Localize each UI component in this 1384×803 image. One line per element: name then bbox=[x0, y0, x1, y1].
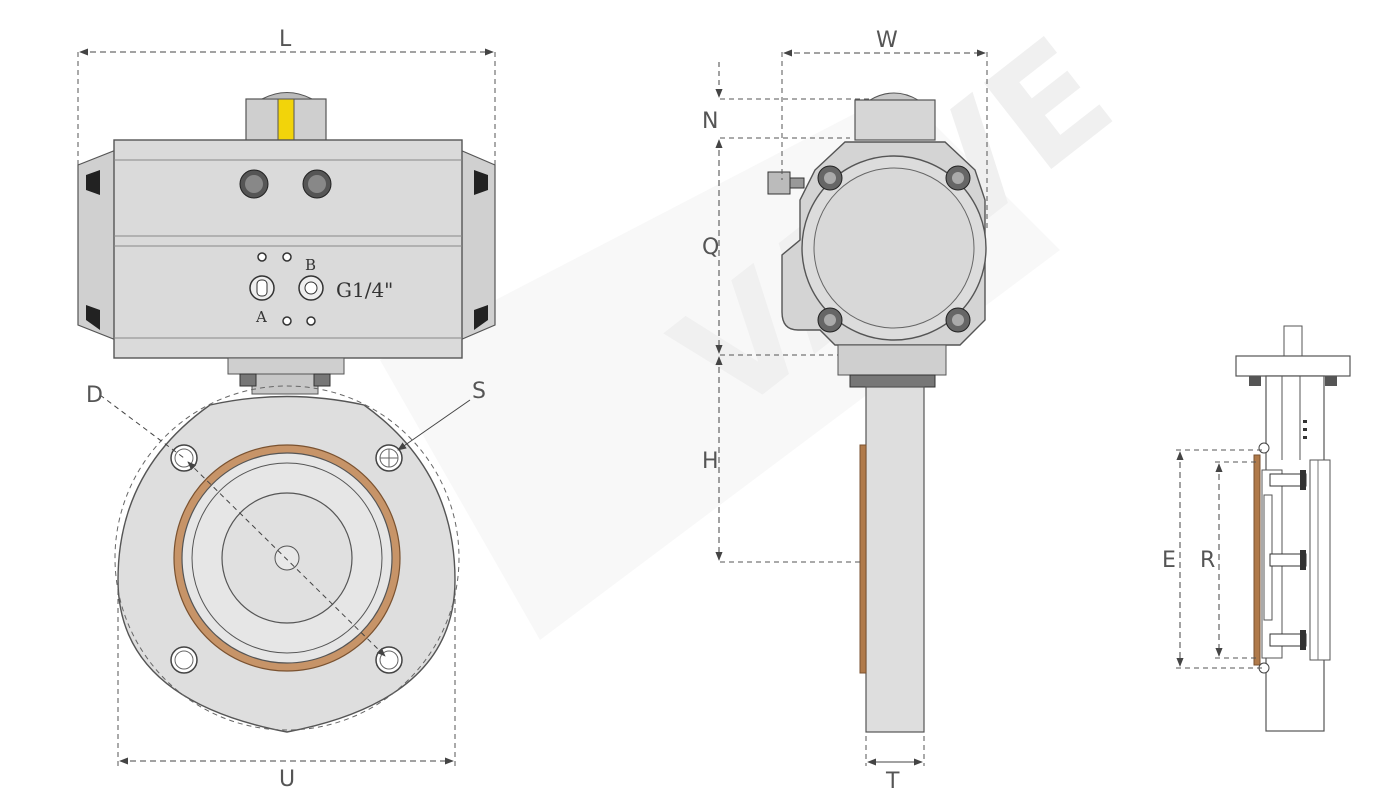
dim-h-label: H bbox=[702, 449, 719, 474]
section-view: E R bbox=[1162, 325, 1351, 732]
dim-s-label: S bbox=[472, 379, 486, 404]
dim-w-label: W bbox=[876, 28, 898, 53]
seal-edge bbox=[859, 444, 867, 674]
dim-e-label: E bbox=[1162, 548, 1176, 573]
dim-q-label: Q bbox=[702, 235, 719, 260]
dim-t-label: T bbox=[885, 769, 900, 794]
dim-l-label: L bbox=[279, 27, 292, 52]
port-thread-label: G1/4" bbox=[336, 278, 393, 302]
port-b-label: B bbox=[305, 256, 316, 274]
front-view: A B G1/4" D S bbox=[77, 27, 496, 792]
dim-r-label: R bbox=[1200, 548, 1215, 573]
side-view: W N Q H T bbox=[702, 28, 988, 794]
dim-n-label: N bbox=[702, 109, 718, 134]
dim-d-label: D bbox=[86, 383, 103, 408]
position-indicator bbox=[277, 98, 295, 142]
section-seal bbox=[1253, 454, 1261, 666]
port-a-label: A bbox=[255, 308, 267, 326]
dim-u-label: U bbox=[279, 767, 295, 792]
